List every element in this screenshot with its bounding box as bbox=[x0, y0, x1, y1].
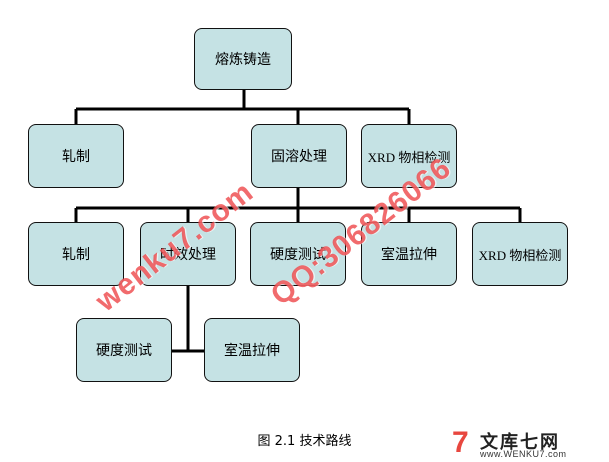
logo-seven-icon: 7 bbox=[452, 426, 469, 459]
node-hardness-test-1: 硬度测试 bbox=[250, 222, 346, 286]
site-logo[interactable]: 7 文库七网 www.WENKU7.com bbox=[452, 428, 604, 460]
logo-url: www.WENKU7.com bbox=[480, 449, 567, 459]
node-room-temp-tensile-1: 室温拉伸 bbox=[361, 222, 457, 286]
node-hardness-test-2: 硬度测试 bbox=[76, 318, 172, 382]
node-xrd-phase-detection-1: XRD 物相检测 bbox=[361, 124, 457, 188]
figure-caption: 图 2.1 技术路线 bbox=[257, 434, 352, 449]
node-xrd-phase-detection-2: XRD 物相检测 bbox=[472, 222, 568, 286]
node-solution-treatment: 固溶处理 bbox=[251, 124, 347, 188]
node-rolling-2: 轧制 bbox=[28, 222, 124, 286]
node-aging-treatment: 时效处理 bbox=[140, 222, 236, 286]
node-rolling-1: 轧制 bbox=[28, 124, 124, 188]
node-root-smelting-casting: 熔炼铸造 bbox=[194, 28, 292, 90]
node-room-temp-tensile-2: 室温拉伸 bbox=[204, 318, 300, 382]
logo-name: 文库七网 bbox=[480, 432, 560, 453]
